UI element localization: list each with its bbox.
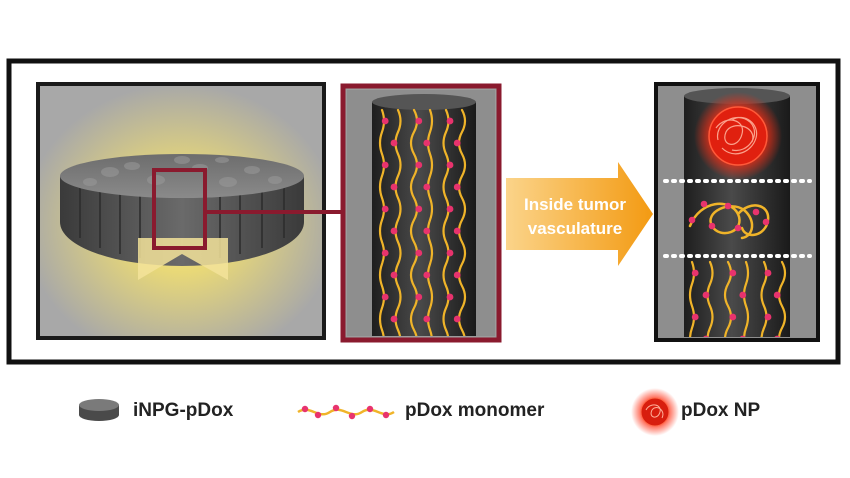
- arrow-label-line-2: vasculature: [527, 219, 623, 238]
- legend-inpg-label: iNPG-pDox: [133, 400, 234, 421]
- legend-monomer-label: pDox monomer: [405, 400, 545, 421]
- legend-np-label: pDox NP: [681, 400, 761, 421]
- arrow-label-line-1: Inside tumor: [523, 195, 626, 214]
- arrow-label: Inside tumor vasculature: [510, 193, 640, 241]
- tumor-panel: [654, 82, 820, 342]
- pore-panel: [340, 83, 502, 343]
- transition-arrow: [506, 162, 653, 266]
- legend-monomer-icon: [297, 404, 395, 420]
- legend-np-icon: [631, 388, 679, 436]
- legend-inpg-icon: [79, 399, 119, 421]
- inpg-panel: [36, 82, 343, 340]
- disk-zoom-box: [152, 168, 207, 250]
